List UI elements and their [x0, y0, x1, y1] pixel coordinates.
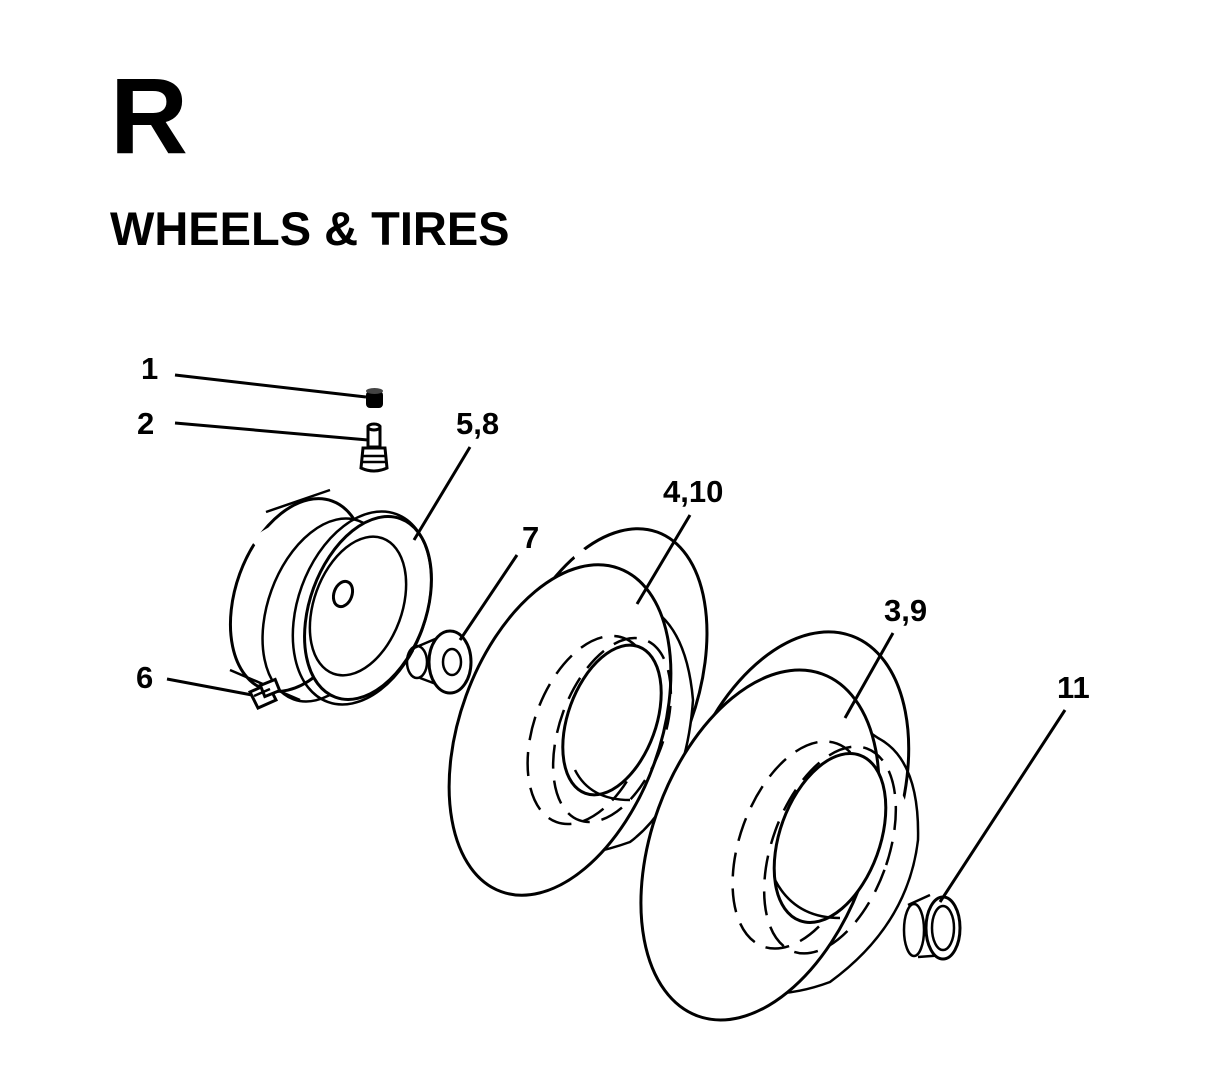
callout-7: 7	[522, 520, 539, 555]
callout-1: 1	[141, 351, 158, 386]
axle-cap-part	[902, 893, 962, 961]
leader-11	[938, 709, 1067, 903]
leader-6	[166, 677, 253, 697]
leader-1	[174, 373, 367, 399]
callout-4-10: 4,10	[663, 474, 723, 509]
leader-5-8	[412, 446, 472, 541]
callout-5-8: 5,8	[456, 406, 499, 441]
callout-3-9: 3,9	[884, 593, 927, 628]
leader-4-10	[635, 514, 692, 605]
section-title: WHEELS & TIRES	[110, 202, 510, 255]
leader-2	[174, 421, 369, 442]
callout-6: 6	[136, 660, 153, 695]
leader-3-9	[843, 632, 895, 719]
bushing-part	[405, 629, 473, 695]
rear-tire-part	[639, 630, 920, 1022]
callout-2: 2	[137, 406, 154, 441]
valve-stem-part	[359, 422, 389, 473]
bolt-part	[247, 677, 282, 710]
wheel-rim-part	[228, 488, 433, 706]
callout-11: 11	[1057, 670, 1090, 705]
leader-7	[458, 554, 519, 641]
section-letter: R	[110, 55, 188, 176]
valve-cap-part	[366, 388, 383, 408]
front-tire-part	[447, 525, 709, 897]
